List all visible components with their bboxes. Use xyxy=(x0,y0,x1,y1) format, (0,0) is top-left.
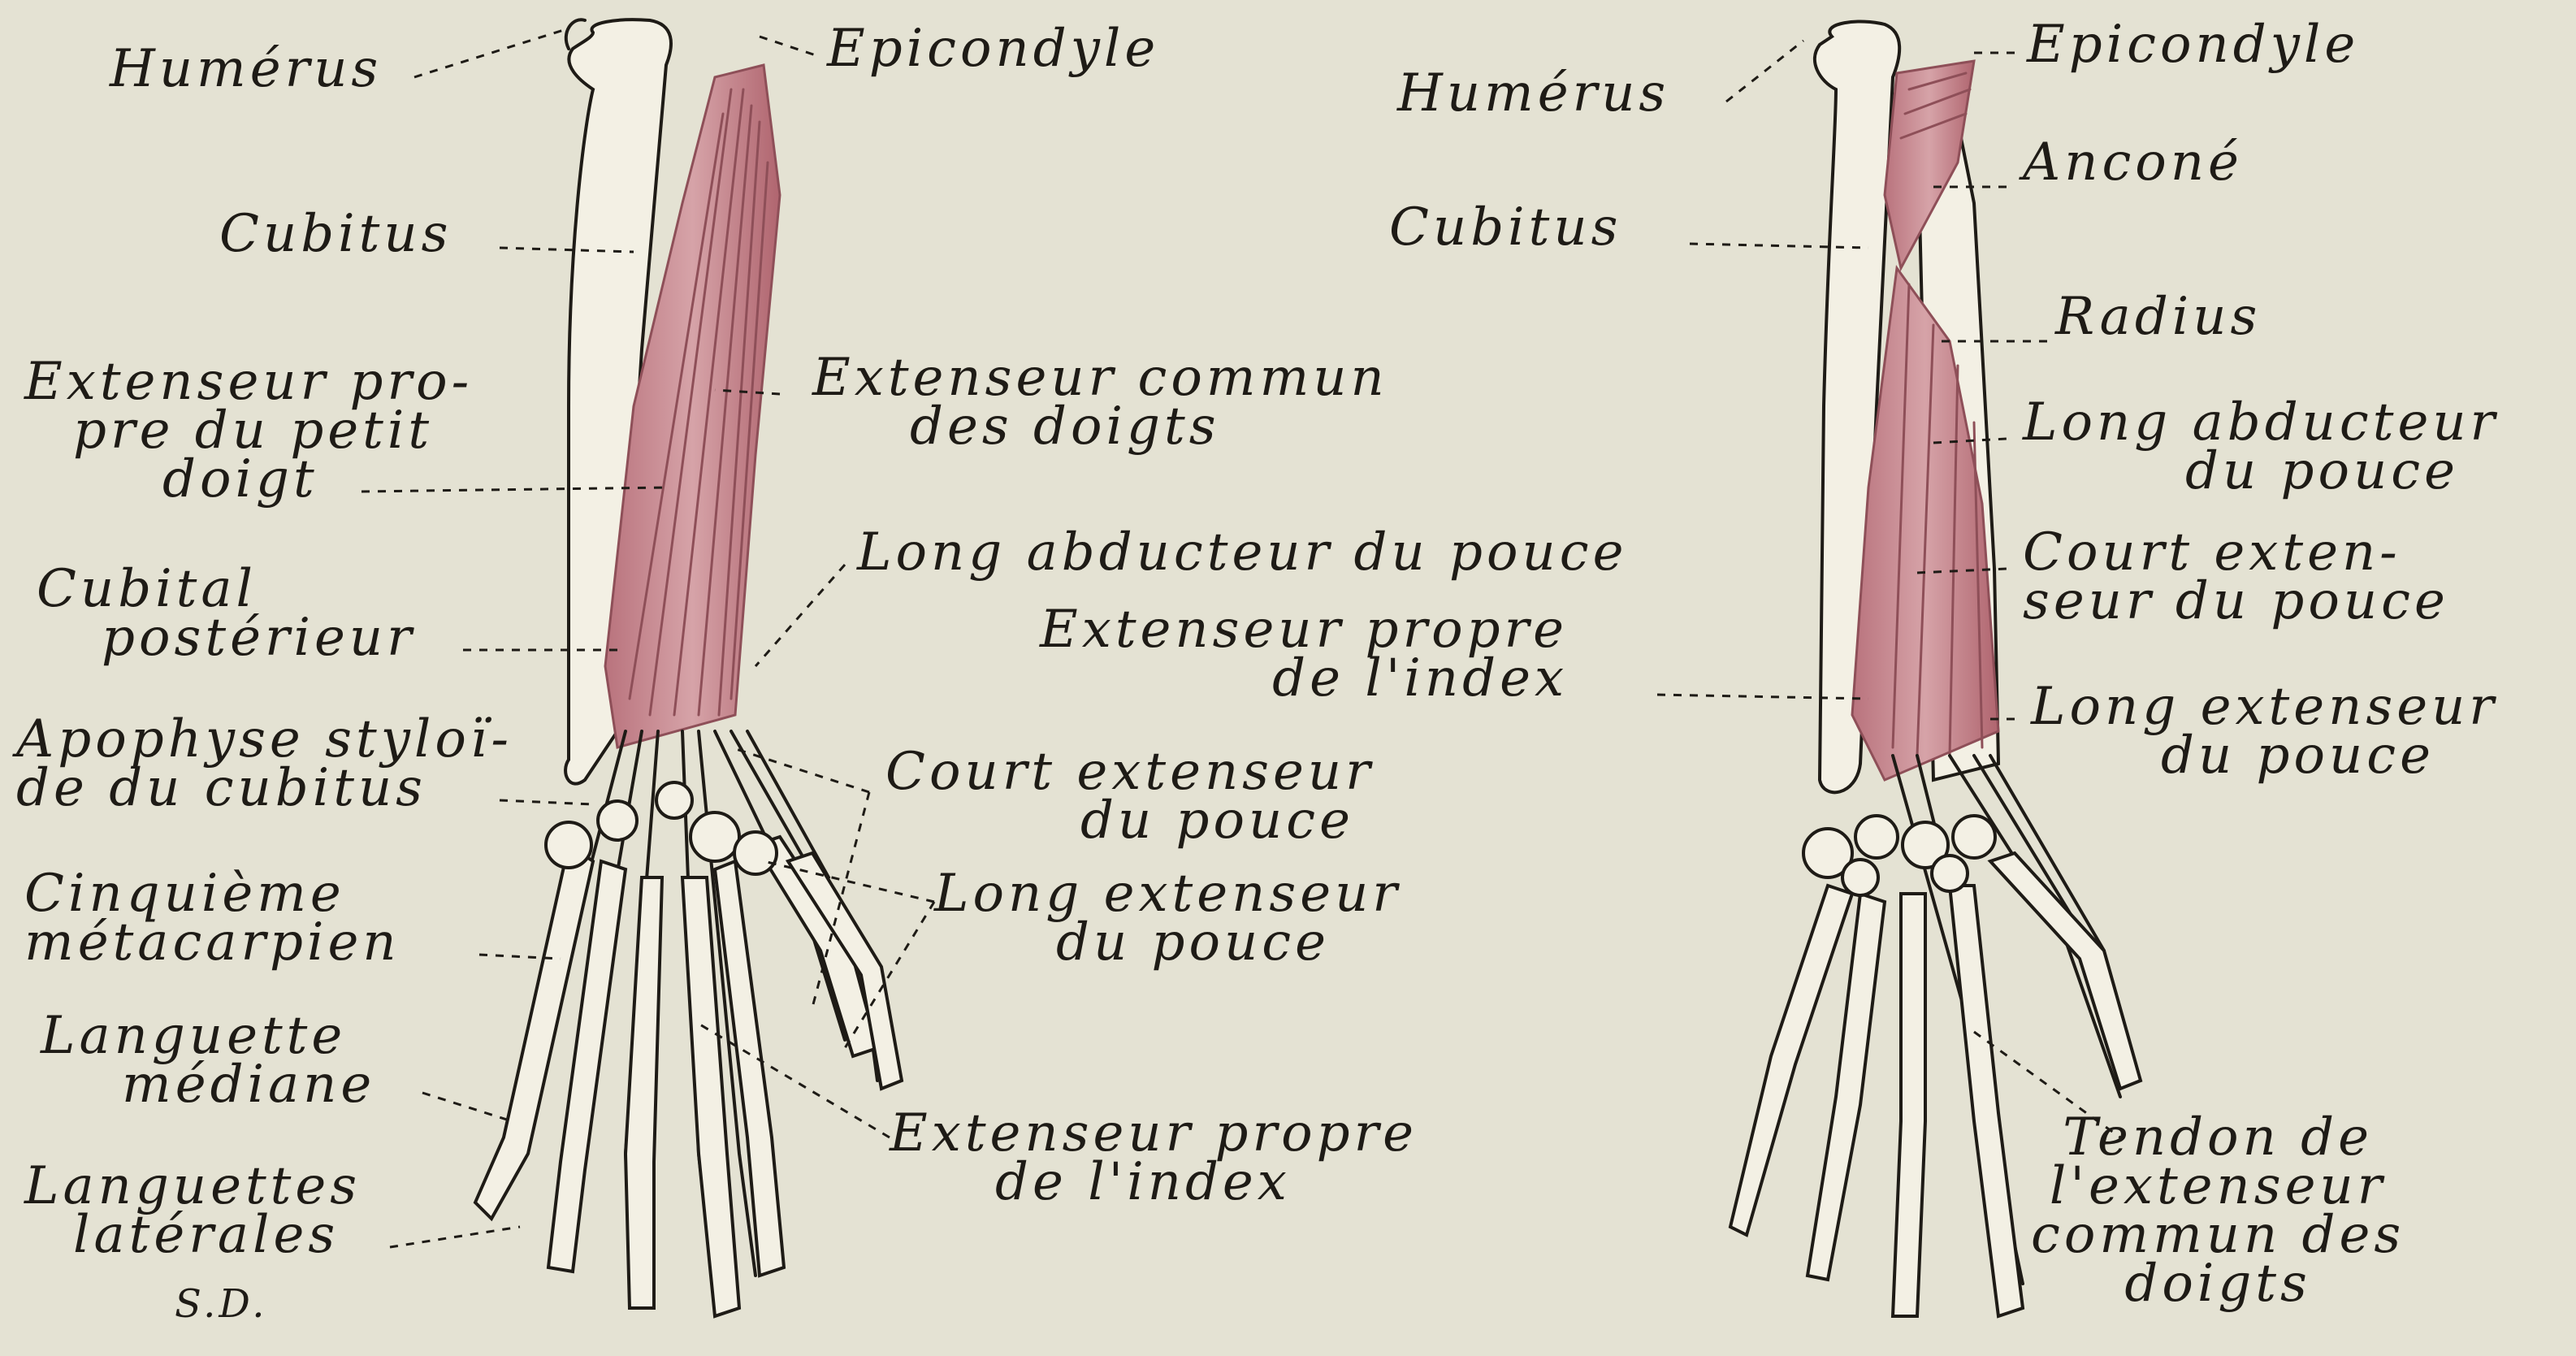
label-right-tendon-ext-commun: Tendon de l'extenseur commun des doigts xyxy=(2031,1113,2405,1308)
label-right-epicondyle: Epicondyle xyxy=(2027,20,2359,69)
label-right-ancone: Anconé xyxy=(2023,138,2243,187)
label-left-long-abducteur-pouce: Long abducteur du pouce xyxy=(857,528,1627,577)
label-left-long-ext-pouce: Long extenseur du pouce xyxy=(934,869,1401,967)
label-left-ext-commun-doigts: Extenseur commun des doigts xyxy=(812,353,1388,451)
left-carpal-bones xyxy=(546,782,777,874)
label-right-long-abducteur-pouce: Long abducteur du pouce xyxy=(2023,398,2499,496)
label-left-ext-propre-index-bottom: Extenseur propre de l'index xyxy=(890,1109,1418,1207)
label-left-languettes-laterales: Languettes latérales xyxy=(24,1162,361,1259)
label-left-cubitus: Cubitus xyxy=(219,210,452,258)
label-right-radius: Radius xyxy=(2055,292,2261,341)
label-left-languette-mediane: Languette médiane xyxy=(41,1012,375,1109)
label-left-apophyse-styloide: Apophyse styloï- de du cubitus xyxy=(16,715,513,812)
label-left-cinquieme-metacarpien: Cinquième métacarpien xyxy=(24,869,400,967)
label-left-cubital-posterieur: Cubital postérieur xyxy=(37,565,416,662)
label-right-long-ext-pouce: Long extenseur du pouce xyxy=(2031,682,2498,780)
label-left-court-ext-pouce: Court extenseur du pouce xyxy=(885,747,1375,845)
right-carpal-bones xyxy=(1803,816,1995,895)
label-left-humerus: Humérus xyxy=(110,45,382,93)
label-left-epicondyle: Epicondyle xyxy=(827,24,1159,73)
label-left-ext-propre-petit-doigt: Extenseur pro- pre du petit doigt xyxy=(24,357,473,504)
label-right-humerus: Humérus xyxy=(1397,69,1669,118)
label-right-cubitus: Cubitus xyxy=(1389,203,1621,252)
left-forearm-figure xyxy=(475,19,902,1316)
label-right-court-ext-pouce: Court exten- seur du pouce xyxy=(2023,528,2449,626)
label-left-ext-propre-index-top: Extenseur propre de l'index xyxy=(1040,605,1568,703)
artist-signature: S.D. xyxy=(175,1280,267,1328)
